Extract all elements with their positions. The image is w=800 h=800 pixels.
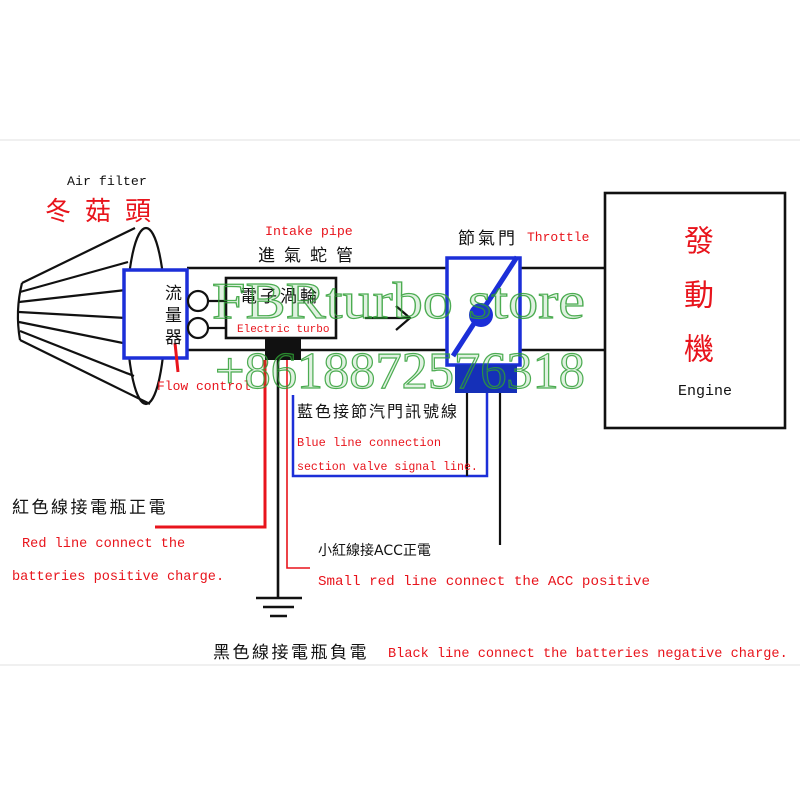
- turbo-connector: [265, 339, 301, 360]
- turbo-port-lower: [186, 316, 210, 340]
- red-wire-label-zh: 紅色線接電瓶正電: [12, 498, 168, 518]
- blue-wire-label-en-1: Blue line connection: [297, 436, 442, 450]
- air-filter-tip: [16, 282, 24, 341]
- flow-meter-signal-wire: [173, 342, 180, 373]
- intake-pipe: [187, 266, 605, 352]
- air-filter-pleat: [18, 288, 127, 304]
- ground-icon: [256, 596, 302, 618]
- small-red-acc-wire: [286, 360, 310, 569]
- red-wire-label-en-1: Red line connect the: [22, 537, 186, 552]
- engine-box: [603, 191, 787, 430]
- air-filter-label-zh: 冬菇頭: [45, 197, 166, 227]
- engine-label-zh: 發動機: [678, 225, 713, 387]
- electric-turbo-label-zh: 電子渦輪: [240, 287, 320, 307]
- intake-pipe-label-zh: 進氣蛇管: [258, 246, 362, 266]
- intake-pipe-label-en: Intake pipe: [265, 224, 353, 239]
- small-red-wire-label-en: Small red line connect the ACC positive: [318, 574, 651, 590]
- air-filter-label-en: Air filter: [67, 174, 147, 189]
- throttle-label-en: Throttle: [527, 230, 590, 245]
- throttle-shaft: [469, 303, 493, 327]
- flow-meter-label-en: Flow control: [157, 379, 251, 394]
- electric-turbo-box: [224, 276, 338, 340]
- blue-throttle-signal-wire: [291, 393, 489, 478]
- red-wire-label-en-2: batteries positive charge.: [12, 570, 225, 585]
- turbo-port-upper: [186, 289, 210, 313]
- electric-turbo: [186, 276, 338, 340]
- engine-label-en: Engine: [678, 383, 733, 400]
- throttle-label-zh: 節氣門: [458, 229, 518, 249]
- throttle-connector: [455, 365, 517, 393]
- air-filter-pleat: [18, 320, 129, 346]
- air-filter-pleat: [19, 329, 135, 378]
- flow-meter-label-zh: 流量器: [161, 284, 181, 350]
- electric-turbo-label-en: Electric turbo: [237, 324, 330, 336]
- blue-wire-label-zh: 藍色接節汽門訊號線: [297, 402, 460, 421]
- air-filter-edge-bottom: [19, 339, 151, 405]
- blue-wire-label-en-2: section valve signal line.: [297, 461, 478, 474]
- black-wire-label-zh: 黑色線接電瓶負電: [213, 643, 369, 663]
- airflow-arrow-icon: [365, 305, 412, 331]
- air-filter-edge-top: [21, 227, 136, 284]
- red-battery-positive-wire: [155, 360, 267, 529]
- black-wire-label-en: Black line connect the batteries negativ…: [388, 647, 788, 662]
- air-filter-pleat: [18, 310, 127, 320]
- small-red-wire-label-zh: 小紅線接ACC正電: [318, 543, 431, 559]
- air-filter-pleat: [19, 260, 129, 294]
